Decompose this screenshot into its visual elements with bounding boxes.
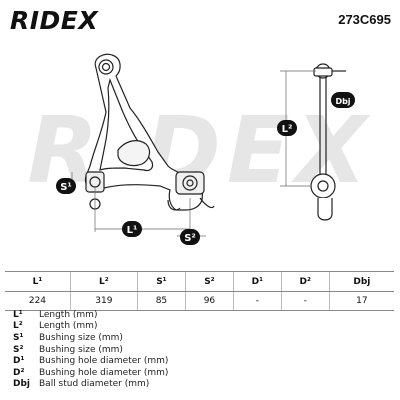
legend-description: Bushing size (mm) xyxy=(39,332,123,343)
spec-value-row: 224 319 85 96 - - 17 xyxy=(5,291,394,311)
legend-item: S² Bushing size (mm) xyxy=(13,344,168,356)
spec-value: 85 xyxy=(136,291,186,311)
legend-symbol: D² xyxy=(13,367,25,378)
legend-description: Length (mm) xyxy=(39,321,98,332)
label-s2: S² xyxy=(180,229,200,245)
spec-header: S² xyxy=(184,271,234,292)
label-s2-text: S² xyxy=(184,233,196,244)
label-l2-text: L² xyxy=(282,124,293,135)
legend-symbol: Dbj xyxy=(13,379,30,390)
label-l2: L² xyxy=(277,120,297,136)
spec-header: Dbj xyxy=(328,271,394,292)
legend-symbol: L² xyxy=(13,321,23,332)
legend-symbol: S¹ xyxy=(13,332,24,343)
legend-symbol: L¹ xyxy=(13,309,23,320)
part-number: 273C695 xyxy=(338,12,391,27)
spec-header: L¹ xyxy=(5,271,71,292)
brand-logo: RIDEX xyxy=(10,6,99,35)
label-dbj: Dbj xyxy=(331,92,355,108)
label-l1: L¹ xyxy=(122,221,142,237)
spec-table: L¹ L² S¹ S² D¹ D² Dbj 224 319 85 96 - - … xyxy=(5,271,394,311)
technical-drawing: RIDEX S¹ xyxy=(27,53,367,245)
legend-description: Ball stud diameter (mm) xyxy=(39,379,150,390)
legend-symbol: D¹ xyxy=(13,356,25,367)
spec-value: - xyxy=(280,291,330,311)
legend-item: D¹ Bushing hole diameter (mm) xyxy=(13,355,168,367)
spec-header-row: L¹ L² S¹ S² D¹ D² Dbj xyxy=(5,271,394,292)
legend-item: L² Length (mm) xyxy=(13,321,168,333)
legend-description: Bushing hole diameter (mm) xyxy=(39,367,169,378)
spec-value: 224 xyxy=(5,291,71,311)
legend-symbol: S² xyxy=(13,344,24,355)
spec-header: D² xyxy=(280,271,330,292)
legend-item: S¹ Bushing size (mm) xyxy=(13,332,168,344)
legend-description: Bushing size (mm) xyxy=(39,344,123,355)
legend: L¹ Length (mm) L² Length (mm) S¹ Bushing… xyxy=(13,309,168,390)
spec-value: 17 xyxy=(328,291,394,311)
spec-value: 319 xyxy=(69,291,138,311)
label-s1: S¹ xyxy=(56,178,76,194)
spec-header: D¹ xyxy=(232,271,282,292)
spec-header: L² xyxy=(69,271,138,292)
legend-description: Length (mm) xyxy=(39,309,98,320)
legend-item: D² Bushing hole diameter (mm) xyxy=(13,367,168,379)
label-s1-text: S¹ xyxy=(60,182,72,193)
label-l1-text: L¹ xyxy=(127,225,138,236)
spec-header: S¹ xyxy=(136,271,186,292)
legend-description: Bushing hole diameter (mm) xyxy=(39,356,169,367)
legend-item: Dbj Ball stud diameter (mm) xyxy=(13,379,168,391)
spec-value: - xyxy=(232,291,282,311)
legend-item: L¹ Length (mm) xyxy=(13,309,168,321)
spec-value: 96 xyxy=(184,291,234,311)
label-dbj-text: Dbj xyxy=(335,97,350,106)
